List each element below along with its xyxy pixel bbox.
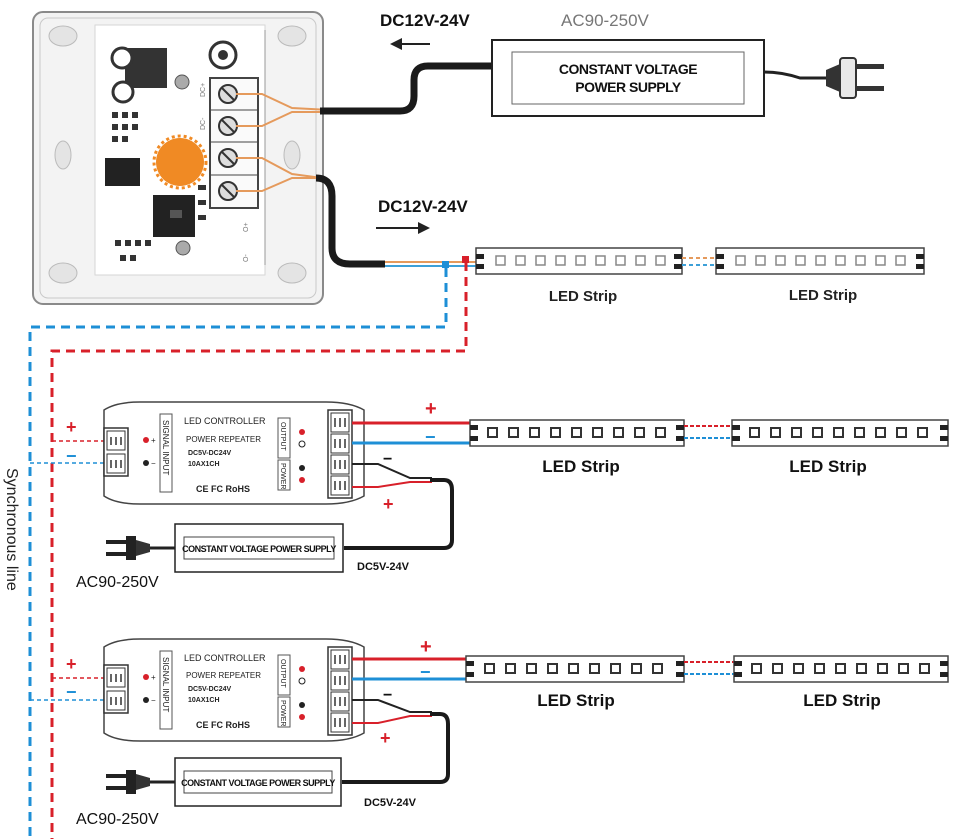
rep2-strip-2-label: LED Strip bbox=[803, 691, 880, 710]
led-output-cable bbox=[315, 174, 385, 268]
rep1-power-supply: CONSTANT VOLTAGE POWER SUPPLY bbox=[174, 523, 344, 573]
board-label-dcm: DC- bbox=[200, 117, 207, 130]
rep2-pwr-minus: − bbox=[383, 687, 392, 704]
rep1-ac-plug-icon bbox=[106, 536, 150, 560]
psu-title-line1: CONSTANT VOLTAGE bbox=[559, 61, 697, 77]
controller-board: DC+ DC- O+ O- bbox=[32, 11, 324, 305]
rep1-output-label: OUTPUT bbox=[279, 422, 286, 452]
rep2-led-strip-2 bbox=[733, 655, 949, 683]
rep1-title: LED CONTROLLER bbox=[184, 416, 266, 426]
rep1-pwr-plus: + bbox=[383, 494, 394, 514]
rep2-power-supply: CONSTANT VOLTAGE POWER SUPPLY bbox=[174, 757, 342, 807]
rep1-led-strip-1 bbox=[469, 419, 685, 447]
rep2-title: LED CONTROLLER bbox=[184, 653, 266, 663]
rep1-led-strip-2 bbox=[731, 419, 949, 447]
rep1-dc-label: DC5V-24V bbox=[357, 561, 410, 573]
rep1-cert: CE FC RoHS bbox=[196, 484, 250, 494]
rep2-out-plus: + bbox=[420, 636, 432, 658]
rep2-out-minus: − bbox=[420, 662, 431, 682]
ac-plug-icon bbox=[826, 57, 884, 99]
rep2-signal-label: SIGNAL INPUT bbox=[161, 657, 170, 712]
rep2-psu-label: CONSTANT VOLTAGE POWER SUPPLY bbox=[181, 778, 335, 788]
svg-text:−: − bbox=[151, 459, 156, 468]
rep2-voltage: DC5V-DC24V bbox=[188, 686, 232, 693]
top-led-strip-1 bbox=[475, 247, 683, 275]
rep1-psu-label: CONSTANT VOLTAGE POWER SUPPLY bbox=[182, 544, 336, 554]
repeater-group-2: + − + − SIGNAL INPUT LED CONTROLLER POWE… bbox=[30, 636, 949, 828]
rep2-pwr-plus: + bbox=[380, 728, 391, 748]
rep2-rating: 10AX1CH bbox=[188, 697, 220, 704]
rep1-out-minus: − bbox=[425, 427, 436, 447]
svg-text:+: + bbox=[151, 673, 156, 682]
repeater-group-1: + − + − SIGNAL INPUT LED CONTROLLER POWE… bbox=[30, 398, 949, 591]
rep1-out-plus: + bbox=[425, 398, 437, 420]
psu-title-line2: POWER SUPPLY bbox=[575, 79, 682, 95]
board-input-wires bbox=[236, 93, 331, 192]
rep1-strip-1-label: LED Strip bbox=[542, 457, 619, 476]
rep2-sync-plus: + bbox=[66, 654, 77, 674]
rep2-output-label: OUTPUT bbox=[279, 659, 286, 689]
top-led-strip-2 bbox=[715, 247, 925, 275]
rep2-subtitle: POWER REPEATER bbox=[186, 671, 261, 680]
top-strip-2-label: LED Strip bbox=[789, 287, 857, 304]
top-strip-1-label: LED Strip bbox=[549, 288, 617, 305]
sync-line-label: Synchronous line bbox=[3, 468, 20, 591]
rep1-power-label: POWER bbox=[279, 463, 286, 489]
rep2-ac-plug-icon bbox=[106, 770, 150, 794]
rep2-dc-label: DC5V-24V bbox=[364, 797, 417, 809]
rep1-ac-label: AC90-250V bbox=[76, 574, 159, 591]
psu-ac-cable bbox=[763, 70, 826, 80]
rep1-sync-plus: + bbox=[66, 417, 77, 437]
right-arrow-icon bbox=[376, 222, 430, 234]
rep2-power-label: POWER bbox=[279, 700, 286, 726]
board-label-om: O- bbox=[243, 254, 250, 262]
board-label-dcp: DC+ bbox=[200, 83, 207, 97]
dc-input-label: DC12V-24V bbox=[380, 11, 470, 30]
ac-input-label: AC90-250V bbox=[561, 11, 650, 30]
rep1-strip-2-label: LED Strip bbox=[789, 457, 866, 476]
psu-output-cable bbox=[320, 62, 492, 115]
rep2-cert: CE FC RoHS bbox=[196, 720, 250, 730]
rep2-led-strip-1 bbox=[465, 655, 685, 683]
rep1-sync-minus: − bbox=[66, 446, 77, 466]
dc-output-label: DC12V-24V bbox=[378, 197, 468, 216]
board-label-op: O+ bbox=[243, 222, 250, 232]
rep1-pwr-minus: − bbox=[383, 451, 392, 468]
rep2-ac-label: AC90-250V bbox=[76, 811, 159, 828]
rep1-voltage: DC5V-DC24V bbox=[188, 450, 232, 457]
rep1-subtitle: POWER REPEATER bbox=[186, 435, 261, 444]
svg-text:+: + bbox=[151, 436, 156, 445]
rep2-strip-1-label: LED Strip bbox=[537, 691, 614, 710]
rep2-sync-minus: − bbox=[66, 682, 77, 702]
rep1-rating: 10AX1CH bbox=[188, 461, 220, 468]
rep1-signal-label: SIGNAL INPUT bbox=[161, 420, 170, 475]
svg-text:−: − bbox=[151, 696, 156, 705]
top-power-supply: CONSTANT VOLTAGE POWER SUPPLY bbox=[491, 39, 765, 117]
left-arrow-icon bbox=[390, 38, 430, 50]
